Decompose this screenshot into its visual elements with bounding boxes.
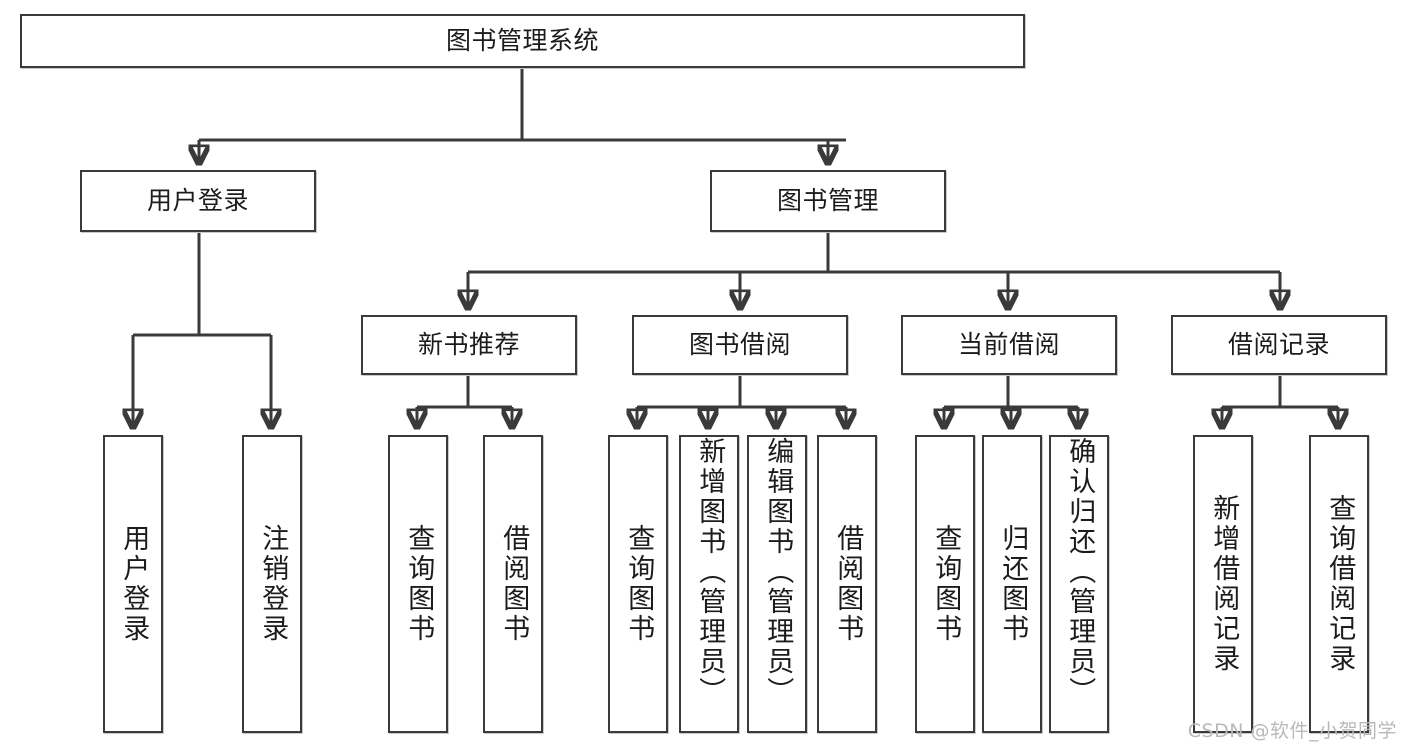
leaf-logout[interactable]: 注销登录: [242, 435, 302, 733]
leaf-query-books-borrow[interactable]: 查询图书: [608, 435, 668, 733]
leaf-query-books-new[interactable]: 查询图书: [388, 435, 448, 733]
leaf-edit-book-admin[interactable]: 编辑图书（管理员）: [747, 435, 807, 733]
node-label: 新书推荐: [417, 330, 520, 360]
node-label: 借阅图书: [498, 524, 530, 644]
node-label: 新增图书（管理员）: [694, 437, 726, 707]
leaf-borrow-books-new[interactable]: 借阅图书: [483, 435, 543, 733]
node-label: 查询借阅记录: [1324, 494, 1356, 674]
node-book-management[interactable]: 图书管理: [710, 170, 946, 232]
node-new-book-recommend[interactable]: 新书推荐: [361, 315, 577, 375]
node-label: 用户登录: [146, 186, 249, 216]
node-label: 图书管理: [776, 186, 879, 216]
node-user-login[interactable]: 用户登录: [80, 170, 316, 232]
node-label: 借阅记录: [1227, 330, 1330, 360]
node-current-borrow[interactable]: 当前借阅: [901, 315, 1117, 375]
node-label: 查询图书: [403, 524, 435, 644]
leaf-query-books-current[interactable]: 查询图书: [915, 435, 975, 733]
node-label: 查询图书: [623, 524, 655, 644]
node-label: 编辑图书（管理员）: [762, 437, 794, 707]
leaf-user-login[interactable]: 用户登录: [103, 435, 163, 733]
node-borrow-records[interactable]: 借阅记录: [1171, 315, 1387, 375]
node-book-borrow[interactable]: 图书借阅: [632, 315, 848, 375]
node-label: 用户登录: [118, 524, 150, 644]
node-label: 注销登录: [257, 524, 289, 644]
node-label: 图书管理系统: [445, 26, 599, 56]
watermark-text: CSDN @软件_小贺同学: [1187, 720, 1397, 742]
node-label: 确认归还（管理员）: [1064, 437, 1096, 707]
leaf-confirm-return-admin[interactable]: 确认归还（管理员）: [1049, 435, 1109, 733]
node-label: 借阅图书: [832, 524, 864, 644]
leaf-borrow-books[interactable]: 借阅图书: [817, 435, 877, 733]
node-root-book-management-system[interactable]: 图书管理系统: [20, 14, 1025, 68]
node-label: 新增借阅记录: [1208, 494, 1240, 674]
leaf-return-books[interactable]: 归还图书: [982, 435, 1042, 733]
leaf-add-borrow-record[interactable]: 新增借阅记录: [1193, 435, 1253, 733]
node-label: 当前借阅: [957, 330, 1060, 360]
leaf-add-book-admin[interactable]: 新增图书（管理员）: [679, 435, 739, 733]
node-label: 归还图书: [997, 524, 1029, 644]
node-label: 查询图书: [930, 524, 962, 644]
node-label: 图书借阅: [688, 330, 791, 360]
leaf-query-borrow-record[interactable]: 查询借阅记录: [1309, 435, 1369, 733]
